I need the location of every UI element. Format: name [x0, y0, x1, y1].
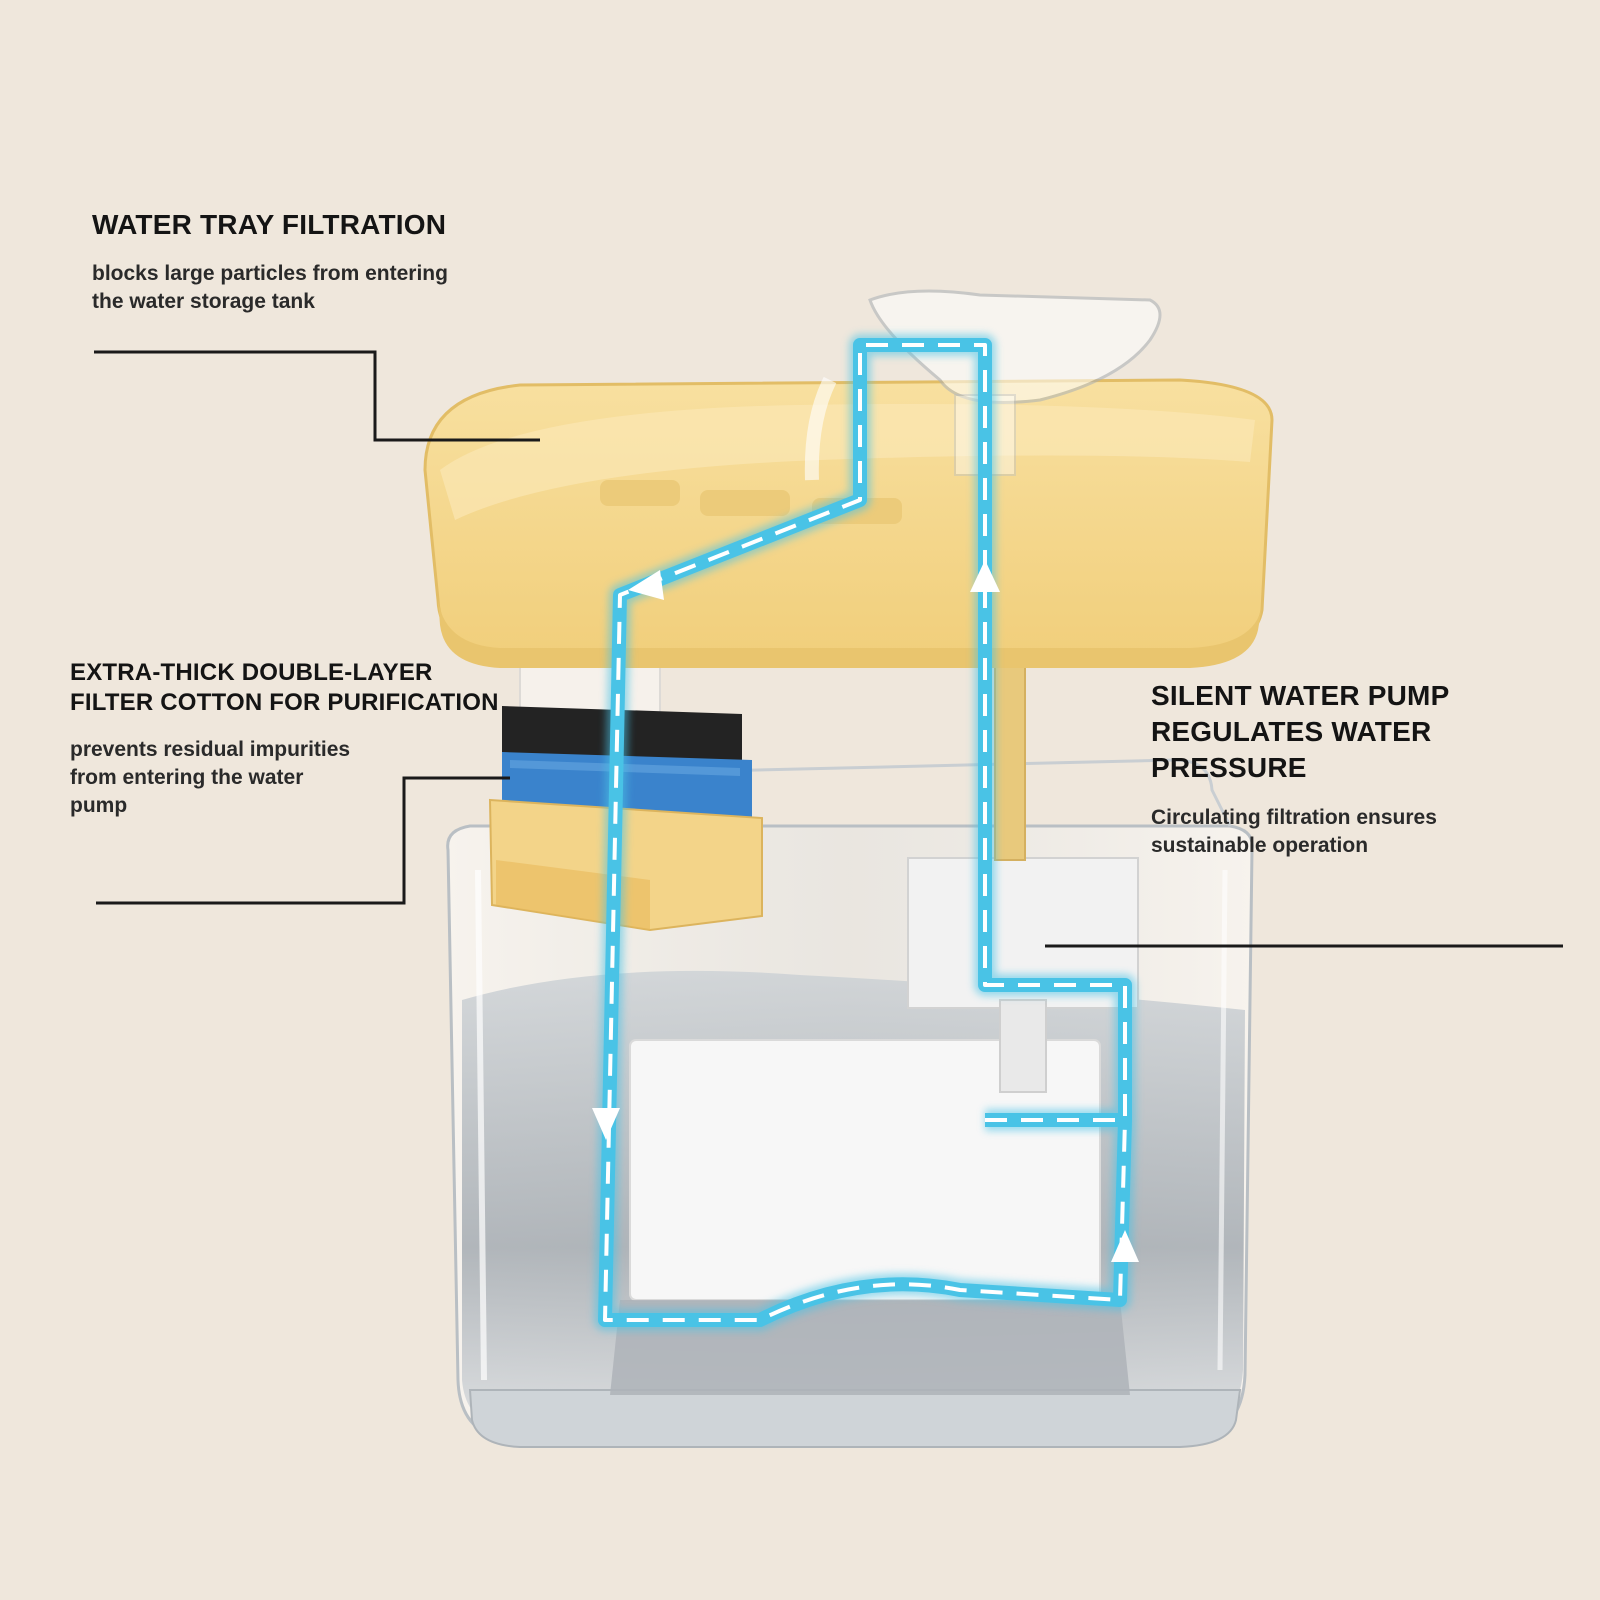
tray-callout-description: blocks large particles from entering the… [92, 262, 448, 313]
filter-callout: EXTRA-THICK DOUBLE-LAYER FILTER COTTON F… [70, 658, 520, 820]
flow-arrow-up-icon [970, 560, 1000, 592]
tray-callout: WATER TRAY FILTRATION blocks large parti… [92, 208, 552, 316]
tray-callout-title: WATER TRAY FILTRATION [92, 209, 447, 240]
flow-arrow-down-icon [592, 1108, 620, 1140]
filter-leader-line [96, 776, 510, 905]
filter-cotton-stack [488, 629, 763, 932]
pump-callout-description: Circulating filtration ensures sustainab… [1151, 806, 1437, 857]
tray-leader-line [94, 350, 540, 442]
flow-arrow-up-icon-2 [1111, 1230, 1139, 1262]
filter-callout-description: prevents residual impurities from enteri… [70, 738, 351, 817]
filter-callout-title: EXTRA-THICK DOUBLE-LAYER FILTER COTTON F… [70, 659, 499, 716]
water-tray [423, 378, 1274, 668]
pump-callout-title: SILENT WATER PUMP REGULATES WATER PRESSU… [1151, 680, 1450, 783]
pump-callout: SILENT WATER PUMP REGULATES WATER PRESSU… [1151, 678, 1591, 860]
water-flow-path [592, 334, 1139, 1331]
flow-arrow-left-icon [628, 570, 664, 600]
